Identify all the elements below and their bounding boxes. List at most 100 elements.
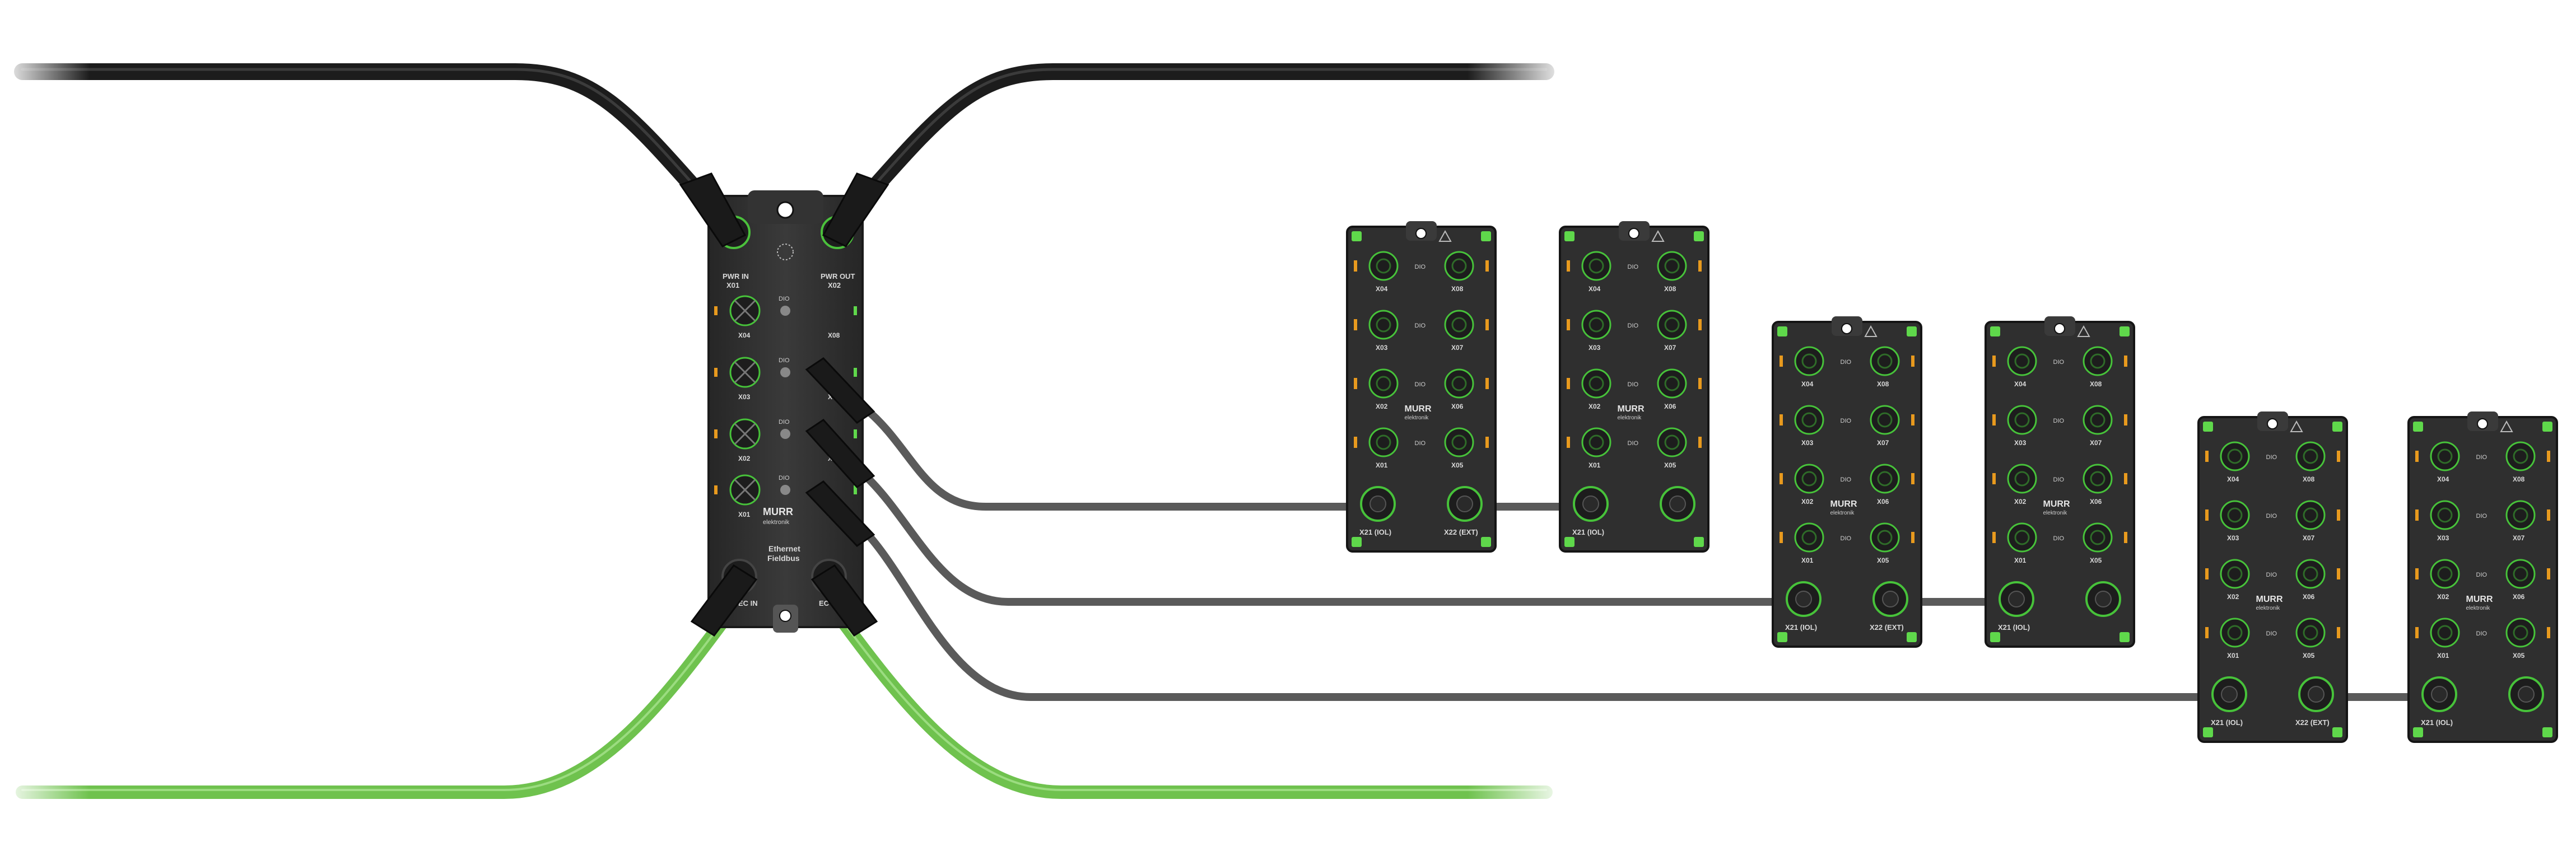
- module-port: [1794, 522, 1824, 553]
- module-dio-label: DIO: [2266, 454, 2277, 461]
- module-iol-port-inner: [1582, 495, 1599, 512]
- module-port: [2430, 559, 2460, 589]
- module-port: [2430, 500, 2460, 530]
- module-port-label: X06: [1451, 403, 1464, 410]
- status-led: [714, 429, 718, 438]
- status-led: [2124, 532, 2127, 543]
- master-dio-label: DIO: [779, 357, 790, 364]
- master-fieldbus-label: Fieldbus: [767, 554, 800, 563]
- status-led: [1485, 437, 1489, 448]
- iolink-cables: [861, 405, 2454, 701]
- master-port-label: X08: [828, 331, 840, 339]
- module-port-inner: [1451, 258, 1467, 274]
- module-port-label: X07: [1451, 344, 1464, 352]
- module-port-label: X01: [2227, 652, 2239, 660]
- module-port-inner: [2513, 625, 2528, 640]
- module-port: [1581, 427, 1611, 457]
- corner-led: [1352, 231, 1362, 241]
- module-port: [2295, 441, 2326, 471]
- master-mount-hole-bottom: [779, 610, 791, 622]
- pwr-out-connector: [822, 172, 889, 247]
- power-cable-highlight: [21, 68, 1548, 207]
- module-port-inner: [2227, 566, 2243, 582]
- module-port-inner: [1877, 530, 1893, 545]
- module-port: [1444, 251, 1474, 281]
- module-port-label: X07: [2513, 534, 2525, 542]
- status-led: [1485, 260, 1489, 272]
- port-cap-mark: [734, 479, 756, 501]
- module-port: [2007, 464, 2037, 494]
- module-port-label: X04: [1589, 285, 1601, 293]
- status-led: [1698, 437, 1702, 448]
- status-led: [1911, 414, 1914, 426]
- status-led: [854, 485, 857, 494]
- corner-led: [1907, 326, 1917, 336]
- status-led: [1354, 260, 1357, 272]
- corner-led: [2332, 727, 2342, 737]
- module-port-inner: [2227, 448, 2243, 464]
- module-port-inner: [1801, 471, 1817, 487]
- module-port-inner: [2014, 353, 2030, 369]
- module-iol-port-inner: [2431, 686, 2448, 703]
- status-led: [2205, 568, 2209, 579]
- module-port-inner: [2303, 448, 2318, 464]
- module-bottom-right-label: X22 (EXT): [1870, 623, 1904, 632]
- module-port-label: X05: [2090, 557, 2102, 564]
- status-led: [1698, 319, 1702, 330]
- port-cap-mark: [734, 423, 756, 445]
- module-mount-hole: [2267, 418, 2278, 429]
- module-iol-port-inner: [1795, 591, 1812, 607]
- master-port-screw: [780, 429, 790, 439]
- status-led: [1780, 532, 1783, 543]
- master-port-label: X01: [738, 511, 751, 518]
- port-cap-mark: [734, 300, 756, 322]
- module-dio-label: DIO: [1628, 440, 1639, 447]
- corner-led: [2203, 727, 2213, 737]
- iolink-connector-3: [805, 480, 875, 547]
- module-port: [2083, 405, 2113, 435]
- pwr-diag-icon: [777, 244, 794, 260]
- module-bottom-left-label: X21 (IOL): [1785, 623, 1817, 632]
- corner-led: [2413, 422, 2423, 432]
- module-dio-label: DIO: [2476, 572, 2488, 578]
- module-port: [1368, 310, 1399, 340]
- right-fade: [1468, 34, 1568, 101]
- status-led: [714, 485, 718, 494]
- status-led: [854, 368, 857, 377]
- module-ext-port-inner: [1456, 495, 1473, 512]
- status-led: [2124, 414, 2127, 426]
- module-bottom-right-label: X22 (EXT): [2295, 718, 2330, 727]
- module-port-label: X08: [1877, 380, 1889, 388]
- module-port-inner: [1376, 317, 1391, 333]
- corner-led: [1352, 537, 1362, 547]
- corner-led: [2120, 632, 2130, 642]
- module-brand: MURR: [2256, 595, 2283, 604]
- master-brand: MURR: [763, 506, 793, 517]
- module-brand: MURR: [1405, 404, 1432, 414]
- module-port-label: X08: [2303, 475, 2315, 483]
- warning-icon: [1438, 230, 1452, 242]
- corner-led: [1564, 537, 1575, 547]
- module-port-inner: [1589, 434, 1604, 450]
- module-port: [2295, 500, 2326, 530]
- module-port-inner: [1376, 376, 1391, 391]
- module-port-label: X05: [2513, 652, 2525, 660]
- module-dio-label: DIO: [1628, 264, 1639, 270]
- master-port-screw: [780, 367, 790, 377]
- module-dio-label: DIO: [2053, 418, 2065, 424]
- module-port-label: X06: [2303, 593, 2315, 601]
- module-port-inner: [2437, 566, 2453, 582]
- module-port-label: X05: [1664, 461, 1676, 469]
- module-port-label: X01: [2437, 652, 2449, 660]
- module-port-inner: [1877, 412, 1893, 428]
- power-in-cable: [14, 63, 720, 216]
- module-dio-label: DIO: [1841, 418, 1852, 424]
- module-port-inner: [1801, 412, 1817, 428]
- module-iol-port-inner: [2008, 591, 2025, 607]
- module-port: [1581, 310, 1611, 340]
- module-port-label: X03: [1589, 344, 1601, 352]
- ec-in-connector: [690, 564, 758, 637]
- module-port: [1368, 368, 1399, 399]
- module-port: [2007, 346, 2037, 376]
